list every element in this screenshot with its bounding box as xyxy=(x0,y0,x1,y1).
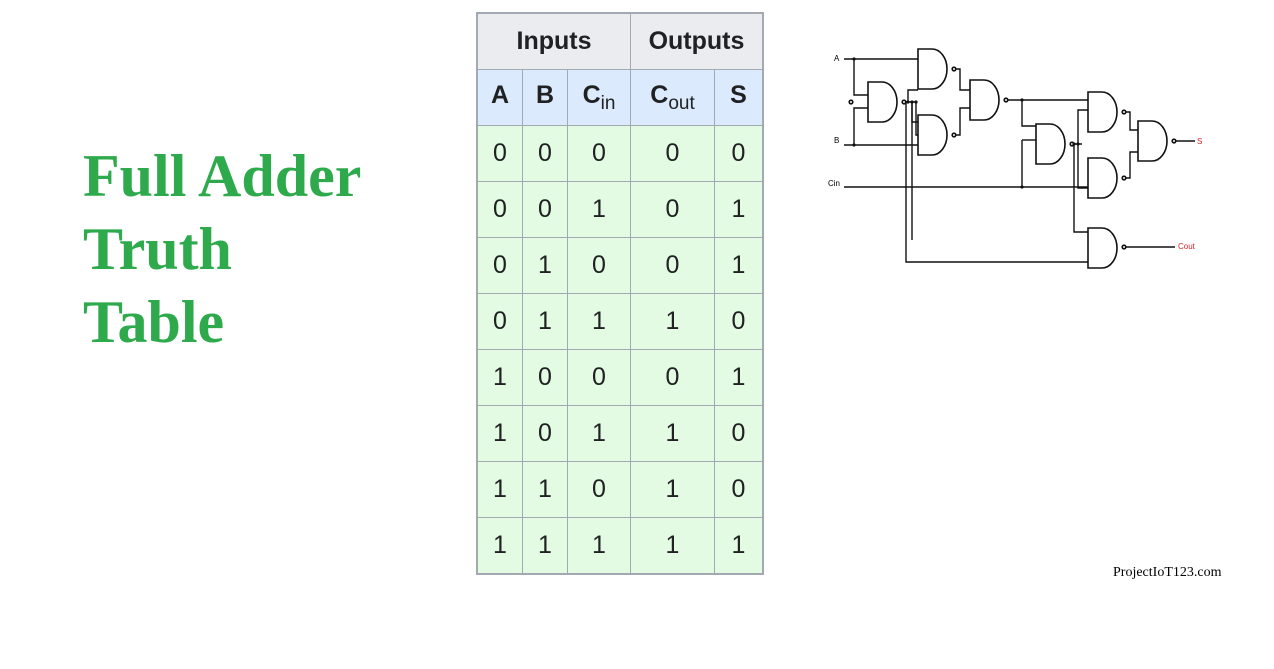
table-cell: 0 xyxy=(522,349,568,406)
table-cell: 1 xyxy=(476,405,523,462)
table-cell: 0 xyxy=(714,125,764,182)
page-title: Full Adder Truth Table xyxy=(83,140,361,359)
group-header-row: Inputs Outputs xyxy=(476,12,764,70)
table-cell: 1 xyxy=(630,293,715,350)
table-cell: 0 xyxy=(476,125,523,182)
inputs-header: Inputs xyxy=(476,12,631,70)
site-credit: ProjectIoT123.com xyxy=(1113,565,1222,580)
table-cell: 1 xyxy=(714,517,764,575)
table-cell: 0 xyxy=(630,349,715,406)
table-cell: 1 xyxy=(714,181,764,238)
column-header-cin: Cin xyxy=(567,69,631,126)
table-cell: 0 xyxy=(522,181,568,238)
outputs-header: Outputs xyxy=(630,12,764,70)
table-cell: 1 xyxy=(522,517,568,575)
table-cell: 1 xyxy=(567,181,631,238)
title-line-3: Table xyxy=(83,289,225,355)
column-header-row: A B Cin Cout S xyxy=(476,69,764,126)
table-cell: 1 xyxy=(567,405,631,462)
title-line-2: Truth xyxy=(83,216,232,282)
table-cell: 1 xyxy=(476,461,523,518)
wire-label-s: S xyxy=(1197,137,1202,146)
table-cell: 0 xyxy=(630,181,715,238)
table-cell: 1 xyxy=(630,517,715,575)
wire-label-cin: Cin xyxy=(828,179,840,188)
table-cell: 0 xyxy=(630,125,715,182)
table-cell: 0 xyxy=(714,405,764,462)
table-cell: 0 xyxy=(567,349,631,406)
table-cell: 0 xyxy=(522,405,568,462)
table-cell: 1 xyxy=(476,349,523,406)
table-cell: 0 xyxy=(630,237,715,294)
table-cell: 1 xyxy=(714,349,764,406)
table-cell: 0 xyxy=(476,293,523,350)
table-cell: 1 xyxy=(567,517,631,575)
table-cell: 1 xyxy=(714,237,764,294)
table-cell: 1 xyxy=(567,293,631,350)
column-header-cout: Cout xyxy=(630,69,715,126)
full-adder-nand-circuit-diagram: A B Cin S Cout xyxy=(828,48,1202,269)
table-cell: 0 xyxy=(522,125,568,182)
table-cell: 1 xyxy=(630,461,715,518)
table-cell: 1 xyxy=(630,405,715,462)
table-cell: 1 xyxy=(476,517,523,575)
column-header-b: B xyxy=(522,69,568,126)
table-cell: 0 xyxy=(567,461,631,518)
table-cell: 1 xyxy=(522,293,568,350)
table-cell: 0 xyxy=(476,237,523,294)
table-cell: 0 xyxy=(714,293,764,350)
column-header-s: S xyxy=(714,69,764,126)
wire-label-a: A xyxy=(834,54,840,63)
table-cell: 0 xyxy=(567,237,631,294)
column-header-a: A xyxy=(476,69,523,126)
title-line-1: Full Adder xyxy=(83,143,362,209)
table-cell: 0 xyxy=(476,181,523,238)
wire-label-b: B xyxy=(834,136,839,145)
wire-label-cout: Cout xyxy=(1178,242,1196,251)
table-cell: 1 xyxy=(522,237,568,294)
table-cell: 0 xyxy=(567,125,631,182)
table-cell: 0 xyxy=(714,461,764,518)
table-cell: 1 xyxy=(522,461,568,518)
